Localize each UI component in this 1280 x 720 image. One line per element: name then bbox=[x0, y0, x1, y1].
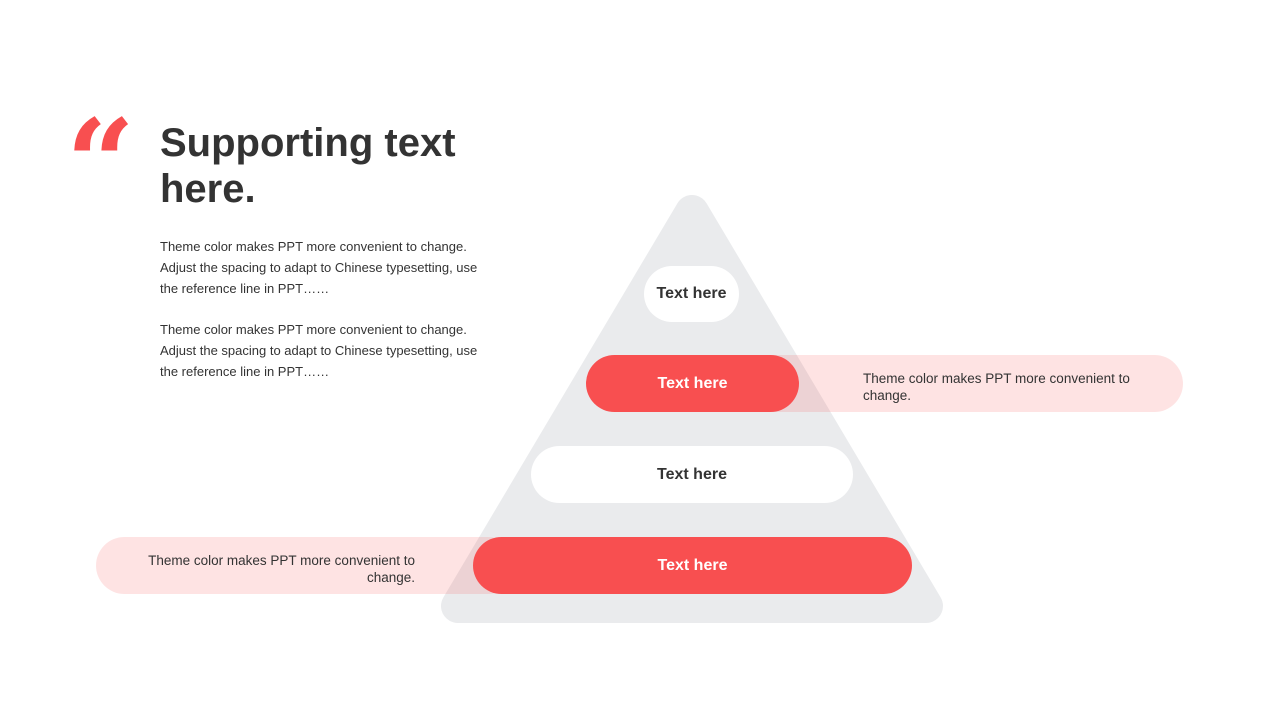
level-2-label: Text here bbox=[657, 374, 728, 392]
body-paragraph-1: Theme color makes PPT more convenient to… bbox=[160, 239, 478, 296]
pyramid-level-2: Text here bbox=[586, 355, 799, 412]
pyramid-level-1: Text here bbox=[644, 266, 739, 322]
slide-title: Supporting text here. bbox=[160, 121, 456, 211]
pyramid-level-3: Text here bbox=[531, 446, 853, 503]
level-2-note: Theme color makes PPT more convenient to… bbox=[863, 371, 1130, 403]
quote-mark-icon: “ bbox=[66, 104, 135, 164]
level-4-note: Theme color makes PPT more convenient to… bbox=[148, 553, 415, 585]
note-band-level-4 bbox=[96, 537, 516, 594]
level-1-label: Text here bbox=[656, 285, 727, 302]
body-paragraph-2: Theme color makes PPT more convenient to… bbox=[160, 322, 478, 379]
level-4-label: Text here bbox=[657, 556, 728, 574]
pyramid-level-4: Text here bbox=[473, 537, 912, 594]
level-3-label: Text here bbox=[657, 465, 727, 483]
